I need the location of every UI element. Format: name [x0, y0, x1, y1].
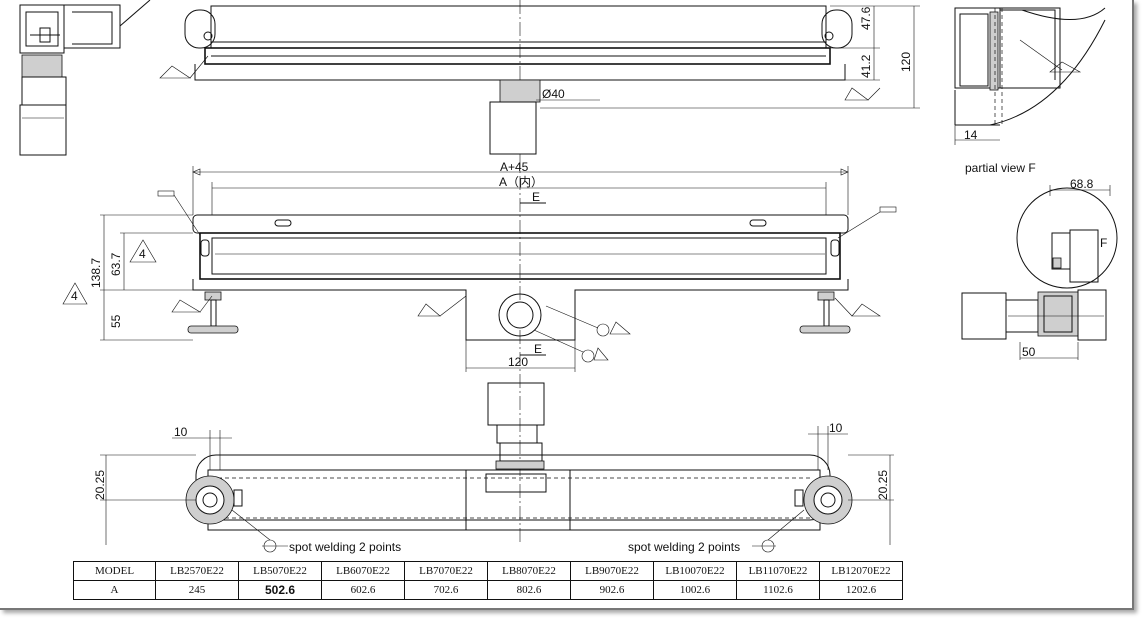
dim-47-6: 47.6 [859, 6, 873, 30]
model-dimension-table: MODEL LB2570E22 LB5070E22 LB6070E22 LB70… [73, 561, 903, 600]
dim-10-left: 10 [174, 425, 188, 439]
dim-41-2: 41.2 [859, 54, 873, 78]
table-cell: LB6070E22 [321, 561, 405, 581]
dim-63-7: 63.7 [109, 252, 123, 276]
table-cell: LB7070E22 [404, 561, 488, 581]
dim-14: 14 [964, 128, 978, 142]
table-cell: 702.6 [404, 580, 488, 600]
table-cell: LB12070E22 [819, 561, 903, 581]
dim-55: 55 [109, 314, 123, 328]
table-cell: 602.6 [321, 580, 405, 600]
table-cell: LB9070E22 [570, 561, 654, 581]
detail-label-f: F [1100, 236, 1107, 250]
spot-welding-label-right: spot welding 2 points [628, 540, 740, 554]
top-right-section: 14 [954, 7, 1106, 145]
bottom-plan-view: 10 10 20.25 20.25 [93, 382, 894, 553]
table-cell: 1202.6 [819, 580, 903, 600]
partial-view-f: 68.8 F 50 [961, 177, 1118, 360]
top-elevation: Ø40 47.6 41.2 120 [159, 5, 920, 155]
table-cell: 502.6 [238, 580, 322, 600]
table-cell: 1102.6 [736, 580, 820, 600]
table-cell: LB2570E22 [155, 561, 239, 581]
triangle-4-b: 4 [71, 289, 78, 303]
section-mark-e-bottom: E [534, 342, 542, 356]
table-row-a: A 245 502.6 602.6 702.6 802.6 902.6 1002… [73, 580, 903, 600]
dim-a-plus-45: A+45 [500, 160, 529, 174]
dim-68-8: 68.8 [1070, 177, 1094, 191]
dim-20-25-left: 20.25 [93, 470, 107, 500]
table-cell: 1002.6 [653, 580, 737, 600]
table-cell: LB5070E22 [238, 561, 322, 581]
dim-diameter-40: Ø40 [542, 87, 565, 101]
triangle-4-a: 4 [139, 247, 146, 261]
dim-120-side: 120 [899, 52, 913, 72]
dim-10-right: 10 [829, 421, 843, 435]
table-cell: LB8070E22 [487, 561, 571, 581]
middle-front-view: A+45 A（内） E 138.7 63.7 55 [62, 160, 897, 372]
table-cell: LB11070E22 [736, 561, 820, 581]
dim-a-inner: A（内） [499, 175, 543, 189]
top-left-detail [19, 0, 151, 156]
dim-120-bottom: 120 [508, 355, 528, 369]
partial-view-label: partial view F [965, 161, 1036, 175]
section-mark-e-top: E [532, 190, 540, 204]
table-cell: 245 [155, 580, 239, 600]
table-cell: A [73, 580, 156, 600]
table-cell: LB10070E22 [653, 561, 737, 581]
dim-50: 50 [1022, 345, 1036, 359]
dim-138-7: 138.7 [89, 258, 103, 288]
table-cell: MODEL [73, 561, 156, 581]
table-row-model: MODEL LB2570E22 LB5070E22 LB6070E22 LB70… [73, 561, 903, 581]
spot-welding-label-left: spot welding 2 points [289, 540, 401, 554]
table-cell: 902.6 [570, 580, 654, 600]
table-cell: 802.6 [487, 580, 571, 600]
dim-20-25-right: 20.25 [876, 470, 890, 500]
